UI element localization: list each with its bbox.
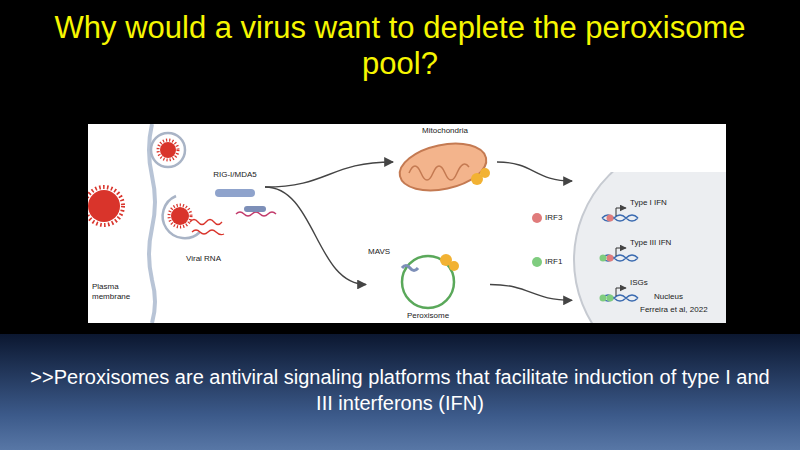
diagram-node: Type I IFN Type III IFN ISGsNucleus — [572, 172, 726, 323]
diagram-node: MAVS Peroxisome — [366, 246, 490, 323]
signal-arrow — [490, 285, 572, 301]
dna — [602, 215, 638, 221]
diagram-node: Mitochondria — [393, 126, 497, 198]
virus — [169, 205, 191, 227]
mavs-on-peroxisome — [402, 266, 418, 271]
vesicle — [151, 133, 185, 167]
viral-rna — [190, 220, 224, 235]
transcription-arrow — [616, 208, 626, 216]
node-text: Type III IFN — [630, 238, 671, 248]
bound-irf — [600, 295, 607, 302]
bound-irf — [600, 255, 607, 262]
transcription-arrow — [616, 288, 626, 296]
nucleus-shape — [572, 172, 726, 323]
cristae — [409, 164, 469, 180]
rig-i-protein — [215, 189, 255, 197]
mavs-complex — [480, 168, 490, 178]
signal-arrow — [265, 187, 366, 285]
rna-complex — [236, 206, 276, 216]
irf3-dot — [532, 213, 542, 223]
endosome — [163, 196, 200, 238]
slide-title: Why would a virus want to deplete the pe… — [20, 10, 780, 82]
diagram-node: RIG-I/MDA5 — [205, 170, 265, 204]
node-text: MAVS — [368, 247, 390, 257]
protein-pill — [205, 186, 265, 200]
node-text: Nucleus — [654, 292, 683, 302]
figure-label: Plasma membrane — [92, 282, 146, 302]
figure-label: IRF1 — [545, 257, 562, 267]
node-text: Mitochondria — [393, 126, 497, 136]
figure-label: Ferreira et al, 2022 — [640, 305, 708, 315]
node-text: Type I IFN — [630, 198, 667, 208]
irf1-dot — [532, 257, 542, 267]
node-text: ISGs — [630, 278, 648, 288]
dna — [602, 255, 638, 261]
figure-label: IRF3 — [545, 213, 562, 223]
nucleus — [574, 172, 726, 323]
node-text: Peroxisome — [366, 311, 490, 321]
bound-irf — [607, 295, 614, 302]
bound-irf — [607, 255, 614, 262]
mavs-complex — [449, 261, 459, 271]
transcription-arrow — [616, 248, 626, 256]
mitochondrion — [395, 139, 490, 197]
figure-label: Viral RNA — [186, 254, 236, 264]
signal-arrow — [497, 162, 572, 181]
bound-irf — [607, 215, 614, 222]
dna — [602, 295, 638, 301]
node-text: RIG-I/MDA5 — [205, 170, 265, 180]
slide-caption: >>Peroxisomes are antiviral signaling pl… — [20, 364, 780, 416]
signal-arrow — [265, 162, 393, 187]
virus — [158, 140, 178, 160]
virus — [88, 187, 123, 225]
mitochondrion-shape — [393, 139, 497, 197]
